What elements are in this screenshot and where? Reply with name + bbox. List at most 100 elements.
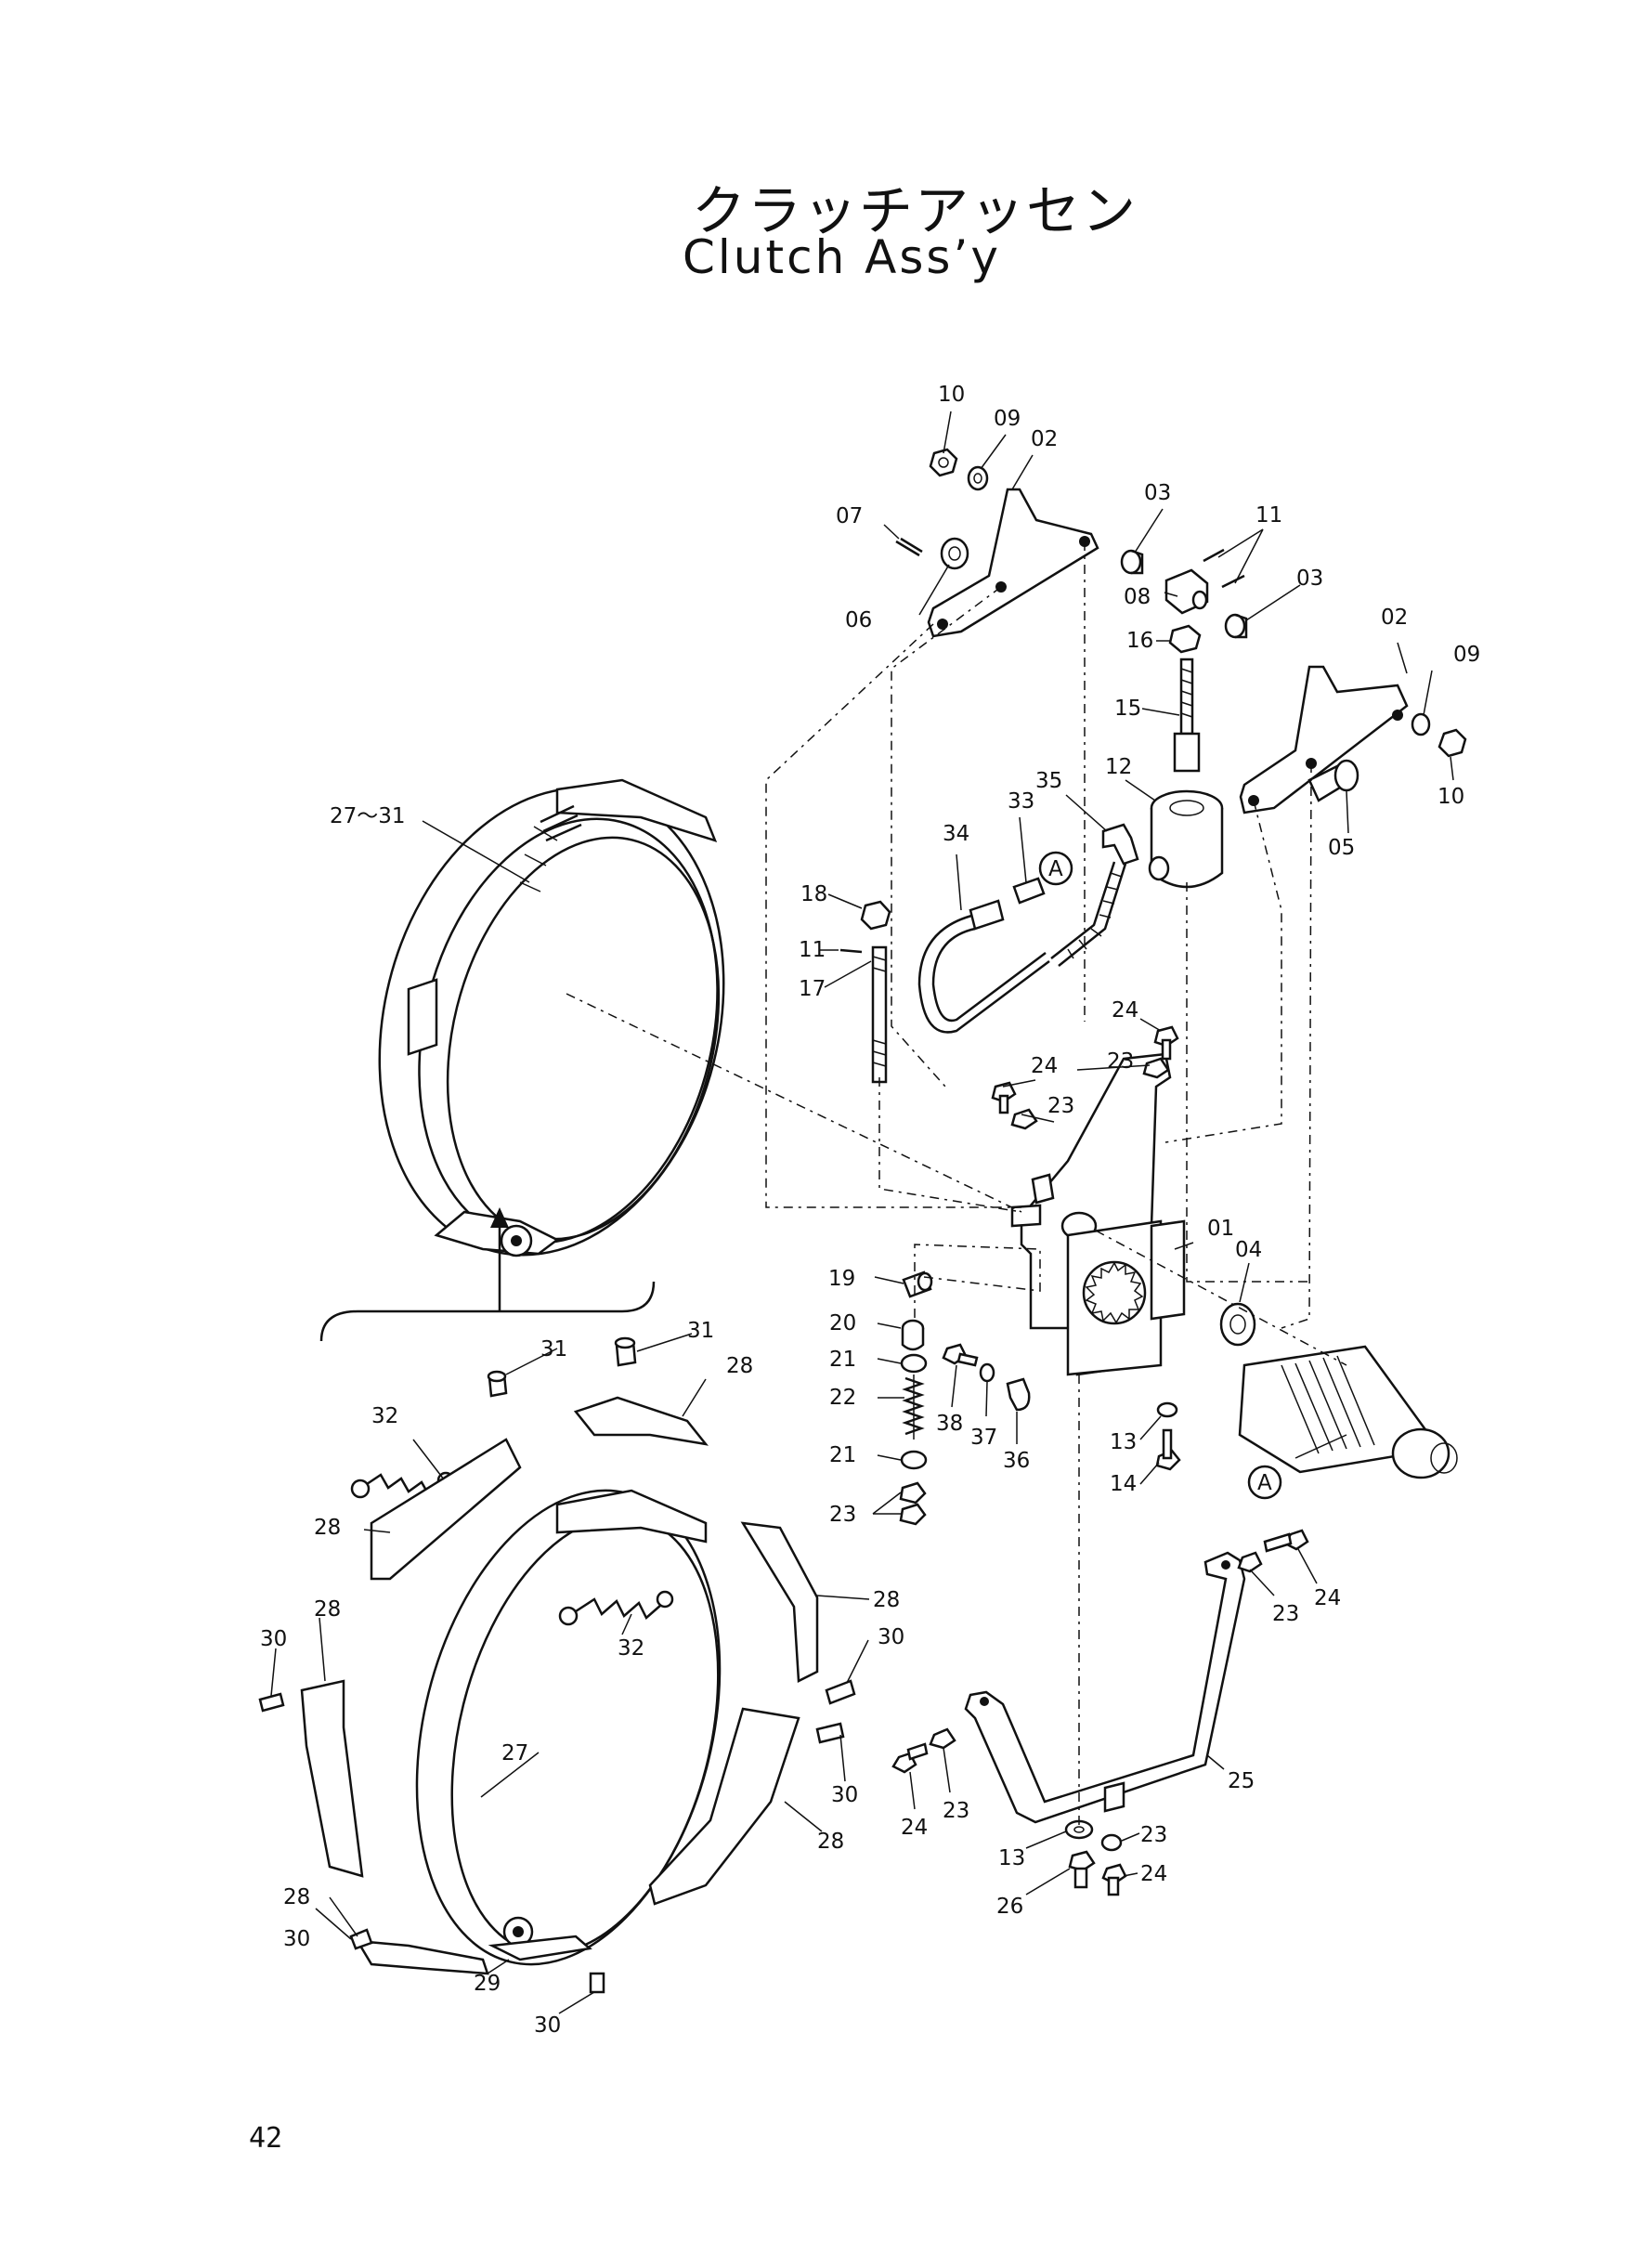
- label-21-top: 21: [829, 1348, 856, 1372]
- centerline-right-outer: [1281, 762, 1312, 1329]
- label-13-upper: 13: [1110, 1430, 1137, 1454]
- bolt-26: [1068, 1850, 1096, 1889]
- elbow-35: [1101, 823, 1139, 866]
- label-14: 14: [1110, 1472, 1137, 1496]
- bolt-24-bottom: [1101, 1863, 1127, 1896]
- label-27-31: 27～31: [330, 804, 406, 828]
- washer-37: [979, 1362, 995, 1383]
- label-30-right-upper: 30: [878, 1625, 904, 1649]
- label-28-right-lower: 28: [817, 1830, 844, 1854]
- bushing-03-left: [1120, 549, 1144, 575]
- label-27: 27: [501, 1741, 528, 1765]
- label-11-left: 11: [799, 938, 826, 962]
- label-07: 07: [836, 504, 863, 528]
- label-37: 37: [970, 1426, 997, 1450]
- part-labels: 10 09 02 07 06 03 11 03 08 16 02 09 15 1…: [260, 383, 1480, 2038]
- label-18: 18: [800, 882, 827, 906]
- centerline-bracket-left: [765, 623, 1021, 1208]
- title-english: Clutch Ass’y: [683, 230, 1001, 284]
- washer-23-lower-left: [929, 1727, 956, 1750]
- bushing-19: [902, 1270, 933, 1298]
- reference-circle-a-top: [1038, 851, 1073, 886]
- washer-23-bottom: [1100, 1833, 1123, 1852]
- label-10-top: 10: [938, 383, 965, 407]
- nut-18: [860, 900, 891, 931]
- label-30-left: 30: [260, 1627, 287, 1651]
- leader-lines: [270, 410, 1454, 2014]
- rivet-31-right: [614, 1336, 637, 1367]
- label-09-top: 09: [994, 407, 1021, 431]
- bushing-04: [1219, 1302, 1256, 1347]
- bushing-03-right: [1224, 613, 1248, 639]
- assembly-arrow: [319, 1207, 656, 1342]
- spring-32-right: [558, 1590, 674, 1626]
- block-08: [1164, 568, 1209, 615]
- label-03-right: 03: [1296, 567, 1323, 591]
- label-19: 19: [828, 1267, 855, 1291]
- nut-16: [1168, 624, 1202, 654]
- plate-01: [1010, 1052, 1186, 1376]
- label-23-left: 23: [829, 1503, 856, 1527]
- cylinder-12: [1148, 789, 1224, 889]
- bolt-14: [1155, 1428, 1181, 1471]
- label-28-bottom: 28: [283, 1885, 310, 1909]
- label-13-lower: 13: [998, 1846, 1025, 1870]
- label-28-right-upper: 28: [873, 1588, 900, 1612]
- shaft-splined: [1238, 1345, 1458, 1479]
- label-02-left: 02: [1031, 427, 1058, 451]
- bracket-25: [964, 1551, 1246, 1824]
- label-31-left: 31: [540, 1337, 567, 1362]
- lining-28-left: [300, 1679, 364, 1878]
- label-23-lower-right: 23: [1272, 1602, 1299, 1626]
- reference-circle-a-bottom: [1247, 1465, 1282, 1500]
- bolt-24-upper: [1153, 1025, 1179, 1061]
- label-32-left: 32: [371, 1404, 398, 1428]
- label-15: 15: [1114, 697, 1141, 721]
- label-33: 33: [1008, 789, 1034, 814]
- rod-15: [1173, 658, 1201, 773]
- label-16: 16: [1126, 629, 1153, 653]
- bolt-24-mid: [991, 1081, 1017, 1114]
- pin-07: [895, 537, 923, 557]
- bolt-30-bottom-right: [589, 1972, 605, 1994]
- bolt-30-right-upper: [825, 1679, 856, 1705]
- lining-28-upper-left: [370, 1438, 522, 1581]
- centerline-spring: [914, 1244, 1041, 1319]
- label-29: 29: [474, 1972, 501, 1996]
- label-23-bottom: 23: [1140, 1823, 1167, 1847]
- title-japanese: クラッチアッセン: [692, 179, 1138, 242]
- clutch-band-27: [415, 1489, 722, 1966]
- label-35: 35: [1035, 769, 1062, 793]
- centerline-bracket-right: [891, 586, 1002, 1088]
- label-28-top: 28: [726, 1354, 753, 1378]
- clutch-band-assembled: [378, 778, 725, 1257]
- washer-06: [940, 537, 969, 570]
- lining-28-right-upper: [740, 1521, 819, 1683]
- label-26: 26: [996, 1895, 1023, 1919]
- label-12: 12: [1105, 755, 1132, 779]
- label-06: 06: [845, 608, 872, 632]
- nut-10-right: [1437, 728, 1467, 758]
- centerline-shaft: [1095, 1230, 1347, 1366]
- label-10-right: 10: [1437, 785, 1464, 809]
- spring-22: [902, 1375, 925, 1440]
- fitting-33: [1012, 877, 1046, 905]
- label-30-right-lower: 30: [831, 1783, 858, 1807]
- pins-11-top: [1203, 548, 1245, 589]
- washer-23-upper: [1142, 1057, 1170, 1079]
- label-02-right: 02: [1381, 606, 1408, 630]
- label-20: 20: [829, 1311, 856, 1335]
- washer-23-lower-right: [1237, 1551, 1263, 1573]
- label-25: 25: [1228, 1769, 1255, 1793]
- washer-09-top: [967, 465, 989, 491]
- label-17: 17: [799, 977, 826, 1001]
- bolt-38: [942, 1343, 979, 1367]
- washer-09-right: [1411, 712, 1431, 736]
- label-32-right: 32: [618, 1636, 644, 1661]
- label-24-bottom: 24: [1140, 1862, 1167, 1886]
- label-30-bottom-left: 30: [283, 1927, 310, 1951]
- label-30-bottom-right: 30: [534, 2013, 561, 2038]
- label-24-upper: 24: [1112, 998, 1138, 1023]
- label-24-lower-right: 24: [1314, 1586, 1341, 1610]
